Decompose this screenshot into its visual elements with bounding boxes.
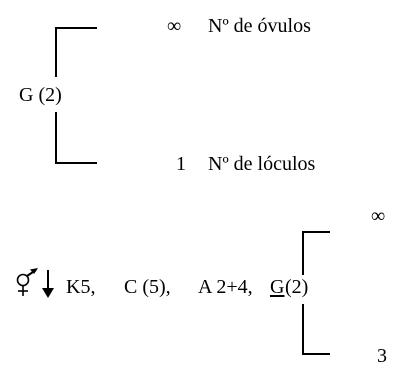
formula-calyx: K5, — [66, 276, 96, 298]
formula-bracket-top-line — [302, 231, 330, 233]
gynoecium-label: G (2) — [19, 84, 62, 106]
bracket-top-line — [55, 27, 97, 29]
locules-count-label: Nº de lóculos — [208, 153, 316, 175]
bracket-lower-vertical — [55, 112, 57, 164]
formula-locules-number: 3 — [377, 345, 387, 367]
formula-infinity-symbol: ∞ — [371, 205, 386, 227]
zygomorphic-arrow-icon — [42, 270, 54, 298]
formula-bracket-upper-vertical — [302, 231, 304, 275]
hermaphrodite-icon — [16, 268, 38, 296]
formula-bracket-lower-vertical — [302, 304, 304, 355]
formula-androecium: A 2+4, — [198, 276, 253, 298]
bracket-bottom-line — [55, 162, 97, 164]
formula-gynoecium-carpels: (2) — [285, 276, 309, 298]
formula-gynoecium-letter: G — [270, 276, 285, 298]
bracket-upper-vertical — [55, 27, 57, 77]
locules-number: 1 — [176, 153, 186, 175]
formula-corolla: C (5), — [124, 276, 171, 298]
ovules-count-label: Nº de óvulos — [208, 15, 311, 37]
ovules-infinity-symbol: ∞ — [167, 15, 182, 37]
formula-bracket-bottom-line — [302, 353, 330, 355]
